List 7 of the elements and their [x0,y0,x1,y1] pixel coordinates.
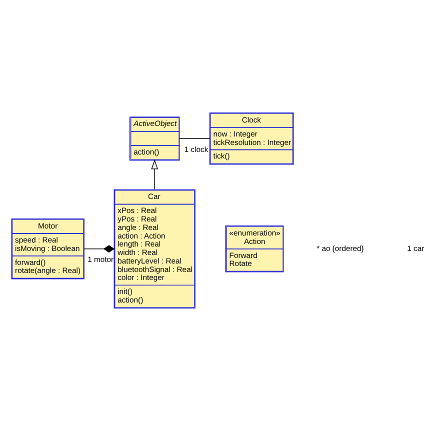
label: 1 car [407,244,424,253]
connector [179,138,210,139]
arrow [151,159,158,190]
edge-label: 1 clock [184,144,208,154]
edge-label: 1 motor [88,255,114,264]
label: * ao {ordered} [316,244,364,253]
connector [84,245,115,253]
